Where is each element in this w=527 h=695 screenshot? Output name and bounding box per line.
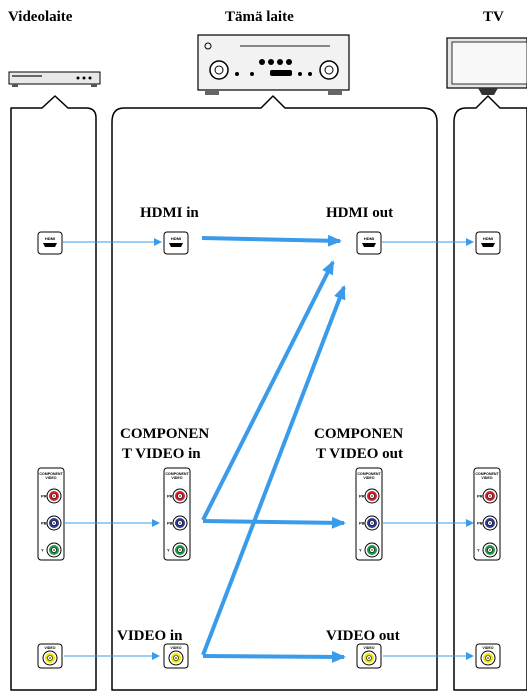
svg-text:HDMI: HDMI (45, 236, 55, 241)
svg-text:HDMI: HDMI (483, 236, 493, 241)
svg-text:COMPONENT: COMPONENT (357, 472, 381, 476)
svg-text:PR: PR (41, 494, 47, 499)
svg-text:VIDEO: VIDEO (481, 476, 492, 480)
label-component-out-2: T VIDEO out (316, 446, 403, 462)
svg-text:HDMI: HDMI (171, 236, 181, 241)
hdmi-jack-receiver-in: HDMI (163, 231, 189, 255)
label-video-out: VIDEO out (326, 628, 400, 644)
svg-text:VIDEO: VIDEO (363, 646, 374, 650)
svg-text:VIDEO: VIDEO (44, 646, 55, 650)
pr-jack: PR (167, 488, 188, 504)
svg-text:Y: Y (167, 548, 170, 553)
header-source: Videolaite (8, 9, 73, 25)
label-component-in-2: T VIDEO in (122, 446, 201, 462)
svg-text:PR: PR (359, 494, 365, 499)
arrow-video-in-to-hdmi-out (201, 285, 346, 656)
label-component-out-1: COMPONEN (314, 426, 403, 442)
arrow-hdmi-in-to-hdmi-out (201, 234, 342, 247)
av-receiver-icon (197, 34, 350, 95)
header-receiver: Tämä laite (225, 9, 294, 25)
receiver-panel (111, 95, 438, 691)
svg-text:PB: PB (359, 521, 365, 526)
svg-text:HDMI: HDMI (364, 236, 374, 241)
video-jack-receiver-out: VIDEO (356, 643, 382, 669)
svg-text:VIDEO: VIDEO (171, 476, 182, 480)
pb-jack: PB (359, 515, 380, 531)
source-panel (10, 95, 97, 691)
video-player-icon (8, 71, 101, 87)
tv-icon (446, 37, 527, 95)
label-hdmi-out: HDMI out (326, 205, 393, 221)
arrow-video-in-to-video-out (202, 650, 346, 663)
svg-text:VIDEO: VIDEO (482, 646, 493, 650)
label-component-in-1: COMPONEN (120, 426, 209, 442)
pr-jack: PR (41, 488, 62, 504)
svg-text:Y: Y (477, 548, 480, 553)
svg-text:VIDEO: VIDEO (45, 476, 56, 480)
y-jack: Y (41, 542, 62, 558)
svg-text:PB: PB (167, 521, 173, 526)
svg-text:VIDEO: VIDEO (363, 476, 374, 480)
hdmi-jack-receiver-out: HDMI (356, 231, 382, 255)
arrow-component-in-to-hdmi-out (201, 260, 335, 521)
svg-text:COMPONENT: COMPONENT (475, 472, 499, 476)
y-jack: Y (359, 542, 380, 558)
header-tv: TV (483, 9, 504, 25)
tv-panel (453, 95, 527, 691)
pb-jack: PB (41, 515, 62, 531)
y-jack: Y (167, 542, 188, 558)
video-jack-receiver-in: VIDEO (163, 643, 189, 669)
svg-text:VIDEO: VIDEO (170, 646, 181, 650)
svg-text:PB: PB (41, 521, 47, 526)
svg-text:Y: Y (359, 548, 362, 553)
svg-text:COMPONENT: COMPONENT (165, 472, 189, 476)
hdmi-jack-tv: HDMI (475, 231, 501, 255)
svg-text:PB: PB (477, 521, 483, 526)
hdmi-jack-source: HDMI (37, 231, 63, 255)
video-jack-source: VIDEO (37, 643, 63, 669)
pb-jack: PB (167, 515, 188, 531)
video-jack-tv: VIDEO (475, 643, 501, 669)
pr-jack: PR (477, 488, 498, 504)
label-video-in: VIDEO in (117, 628, 183, 644)
y-jack: Y (477, 542, 498, 558)
svg-text:PR: PR (477, 494, 483, 499)
pr-jack: PR (359, 488, 380, 504)
pb-jack: PB (477, 515, 498, 531)
arrow-component-in-to-component-out (202, 516, 346, 529)
svg-text:Y: Y (41, 548, 44, 553)
svg-text:COMPONENT: COMPONENT (39, 472, 63, 476)
svg-text:PR: PR (167, 494, 173, 499)
label-hdmi-in: HDMI in (140, 205, 199, 221)
